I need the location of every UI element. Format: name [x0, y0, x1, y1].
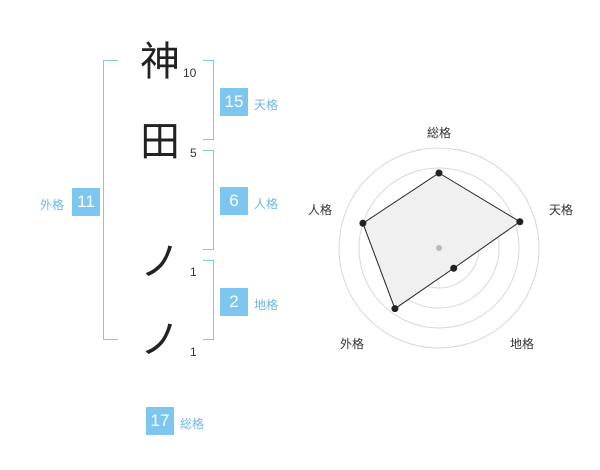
soukaku-label: 総格 [180, 417, 205, 431]
tenkaku-value: 15 [220, 88, 248, 116]
stroke-count-1: 10 [183, 66, 197, 80]
radar-axis-label-jinkaku: 人格 [308, 203, 333, 217]
stroke-count-2: 5 [190, 146, 197, 160]
radar-point-1 [435, 169, 443, 177]
soukaku-value: 17 [146, 407, 174, 435]
chikaku-value: 2 [220, 288, 248, 316]
gaikaku-label: 外格 [40, 198, 65, 212]
chikaku-bracket [203, 260, 214, 340]
gaikaku-value: 11 [72, 188, 100, 216]
radar-axis-label-tenkaku: 天格 [549, 203, 574, 217]
radar-grid-ring [358, 167, 520, 329]
name-char-1: 神 [140, 39, 180, 85]
radar-center-dot [436, 245, 442, 251]
jinkaku-bracket [203, 150, 214, 250]
radar-axis-label-soukaku: 総格 [427, 126, 452, 140]
radar-axis-label-gaikaku: 外格 [340, 337, 365, 351]
name-char-4: ノ [140, 317, 180, 363]
radar-area [362, 173, 520, 309]
name-char-2: 田 [140, 119, 180, 165]
tenkaku-bracket [203, 60, 214, 140]
stroke-count-3: 1 [190, 265, 197, 279]
radar-axis-label-chikaku: 地格 [510, 337, 535, 351]
stroke-count-4: 1 [190, 345, 197, 359]
radar-points [359, 169, 524, 313]
tenkaku-label: 天格 [254, 98, 279, 112]
jinkaku-label: 人格 [254, 197, 279, 211]
gaikaku-bracket [103, 60, 118, 340]
chikaku-label: 地格 [254, 298, 279, 312]
jinkaku-value: 6 [220, 187, 248, 215]
radar-point-4 [391, 305, 399, 313]
radar-point-5 [359, 219, 367, 227]
radar-point-3 [450, 264, 458, 272]
radar-point-2 [516, 218, 524, 226]
radar-series [362, 172, 521, 310]
name-char-3: ノ [140, 239, 180, 285]
